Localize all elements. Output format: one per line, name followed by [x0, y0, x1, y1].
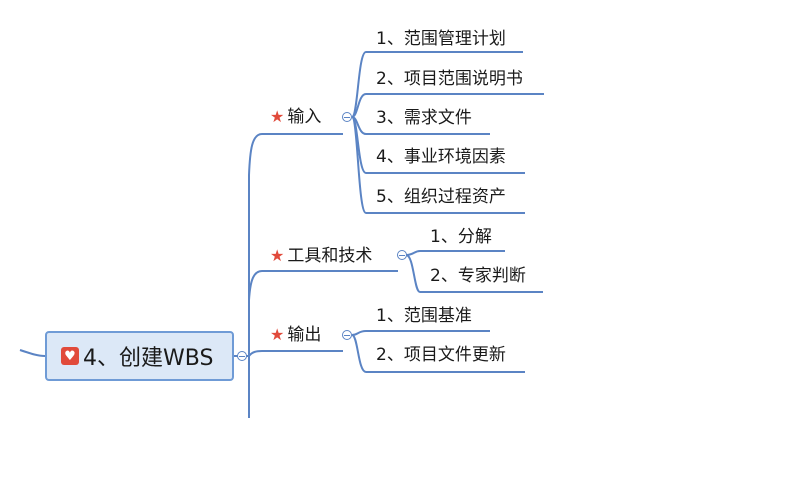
root-collapse-toggle[interactable]	[237, 351, 247, 361]
branch-tools-label: 工具和技术	[287, 246, 373, 266]
branch-tools[interactable]: ★工具和技术	[270, 245, 372, 267]
output-child-2-label: 2、项目文件更新	[376, 345, 506, 365]
tools-child-2-curve	[405, 254, 421, 293]
branch-input-connector	[248, 133, 263, 176]
input-child-5-label: 5、组织过程资产	[376, 187, 506, 207]
branch-input[interactable]: ★输入	[270, 106, 321, 128]
input-child-2-label: 2、项目范围说明书	[376, 69, 523, 89]
branch-output-label: 输出	[287, 325, 322, 345]
input-child-4[interactable]: 4、事业环境因素	[376, 146, 506, 168]
branch-input-collapse-toggle[interactable]	[342, 112, 352, 122]
tools-child-1[interactable]: 1、分解	[430, 226, 492, 248]
tools-child-1-label: 1、分解	[430, 227, 492, 247]
input-child-5[interactable]: 5、组织过程资产	[376, 186, 506, 208]
star-icon: ★	[270, 246, 285, 265]
output-child-1-curve	[351, 330, 367, 336]
input-child-1-label: 1、范围管理计划	[376, 29, 506, 49]
output-child-1[interactable]: 1、范围基准	[376, 305, 472, 327]
star-icon: ★	[270, 325, 285, 344]
input-child-3[interactable]: 3、需求文件	[376, 107, 472, 129]
root-topic-label: 4、创建WBS	[83, 346, 214, 371]
input-child-1[interactable]: 1、范围管理计划	[376, 28, 506, 50]
tools-child-2[interactable]: 2、专家判断	[430, 265, 526, 287]
branch-tools-collapse-toggle[interactable]	[397, 250, 407, 260]
star-icon: ★	[270, 107, 285, 126]
heart-icon: ♥	[61, 347, 79, 365]
output-child-2-curve	[351, 334, 367, 373]
branch-output-connector	[248, 350, 263, 357]
branch-input-label: 输入	[287, 107, 322, 127]
input-child-2[interactable]: 2、项目范围说明书	[376, 68, 523, 90]
input-child-4-label: 4、事业环境因素	[376, 147, 506, 167]
output-child-2[interactable]: 2、项目文件更新	[376, 344, 506, 366]
tools-child-2-label: 2、专家判断	[430, 266, 526, 286]
input-child-5-curve	[351, 116, 367, 214]
root-incoming-line	[19, 349, 46, 357]
root-topic[interactable]: ♥ 4、创建WBS	[45, 331, 234, 381]
input-child-3-label: 3、需求文件	[376, 108, 472, 128]
output-child-1-label: 1、范围基准	[376, 306, 472, 326]
branch-output-collapse-toggle[interactable]	[342, 330, 352, 340]
branch-tools-connector	[248, 270, 263, 301]
tools-child-1-curve	[405, 250, 421, 256]
input-child-1-curve	[351, 51, 367, 118]
branch-output[interactable]: ★输出	[270, 324, 321, 346]
